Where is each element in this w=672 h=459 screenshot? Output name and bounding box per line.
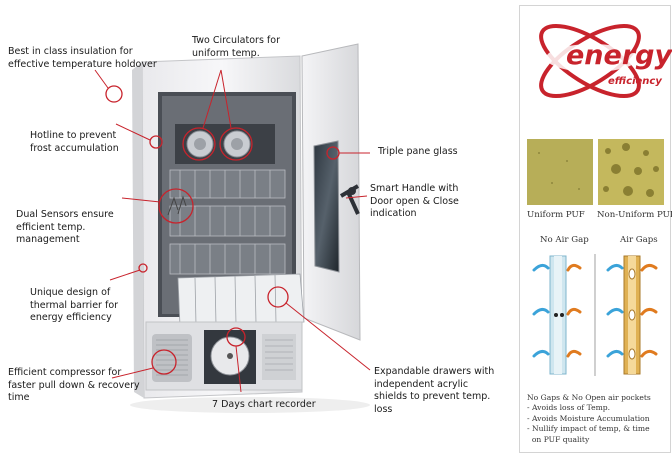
logo-word: energy [566,40,672,71]
puf-nonuniform-label: Non-Uniform PUF [597,210,672,220]
benefit-item: - Avoids Moisture Accumulation [527,413,650,423]
callout-circle-compressor [151,349,177,375]
logo-sub: efficiency [608,76,662,87]
drawer-1 [169,169,286,199]
smart-handle [339,184,360,215]
benefit-item: on PUF quality [527,434,590,444]
puf-nonuniform-swatch [598,139,664,205]
callout-handle: Smart Handle with Door open & Close indi… [370,183,459,219]
callout-hotline: Hotline to prevent frost accumulation [30,130,119,154]
callout-circle-fan-right [219,127,253,161]
callout-circle-barrier [138,263,148,273]
callout-circle-sensors [158,188,194,224]
benefit-item: - Avoids loss of Temp. [527,403,611,413]
callout-barrier: Unique design of thermal barrier for ene… [30,287,119,323]
air-gap-diagram [532,254,658,376]
callout-circle-insulation [105,85,123,103]
refrigerator-diagram [94,43,371,413]
drawer-2 [169,205,286,237]
callout-drawers: Expandable drawers with independent acry… [374,366,495,415]
energy-efficiency-panel: energy efficiency Uniform PUF Non-Unifor… [519,5,672,453]
callout-circulators: Two Circulators for uniform temp. [192,35,280,59]
callout-recorder: 7 Days chart recorder [212,399,316,410]
benefit-item: - Nullify impact of temp, & time [527,424,650,434]
callout-circle-fan-left [182,127,216,161]
callout-insulation: Best in class insulation for effective t… [8,46,157,70]
callout-compressor: Efficient compressor for faster pull dow… [8,367,140,403]
energy-logo [539,23,641,99]
door-glass [313,140,340,273]
callout-circle-drawer [267,286,289,308]
puf-uniform-swatch [527,139,593,205]
benefits-list: No Gaps & No Open air pockets - Avoids l… [527,393,669,445]
callout-glass: Triple pane glass [378,146,458,157]
drawer-pulled [177,273,305,327]
callout-sensors: Dual Sensors ensure efficient temp. mana… [16,209,114,245]
air-gaps-label: Air Gaps [620,235,658,245]
drawer-3 [169,243,286,275]
puf-uniform-label: Uniform PUF [527,210,585,220]
floor-shadow [130,397,370,413]
benefits-title: No Gaps & No Open air pockets [527,393,651,402]
cabinet-side [132,62,144,398]
callout-circle-hotline [149,135,163,149]
no-air-gap-label: No Air Gap [540,235,589,245]
